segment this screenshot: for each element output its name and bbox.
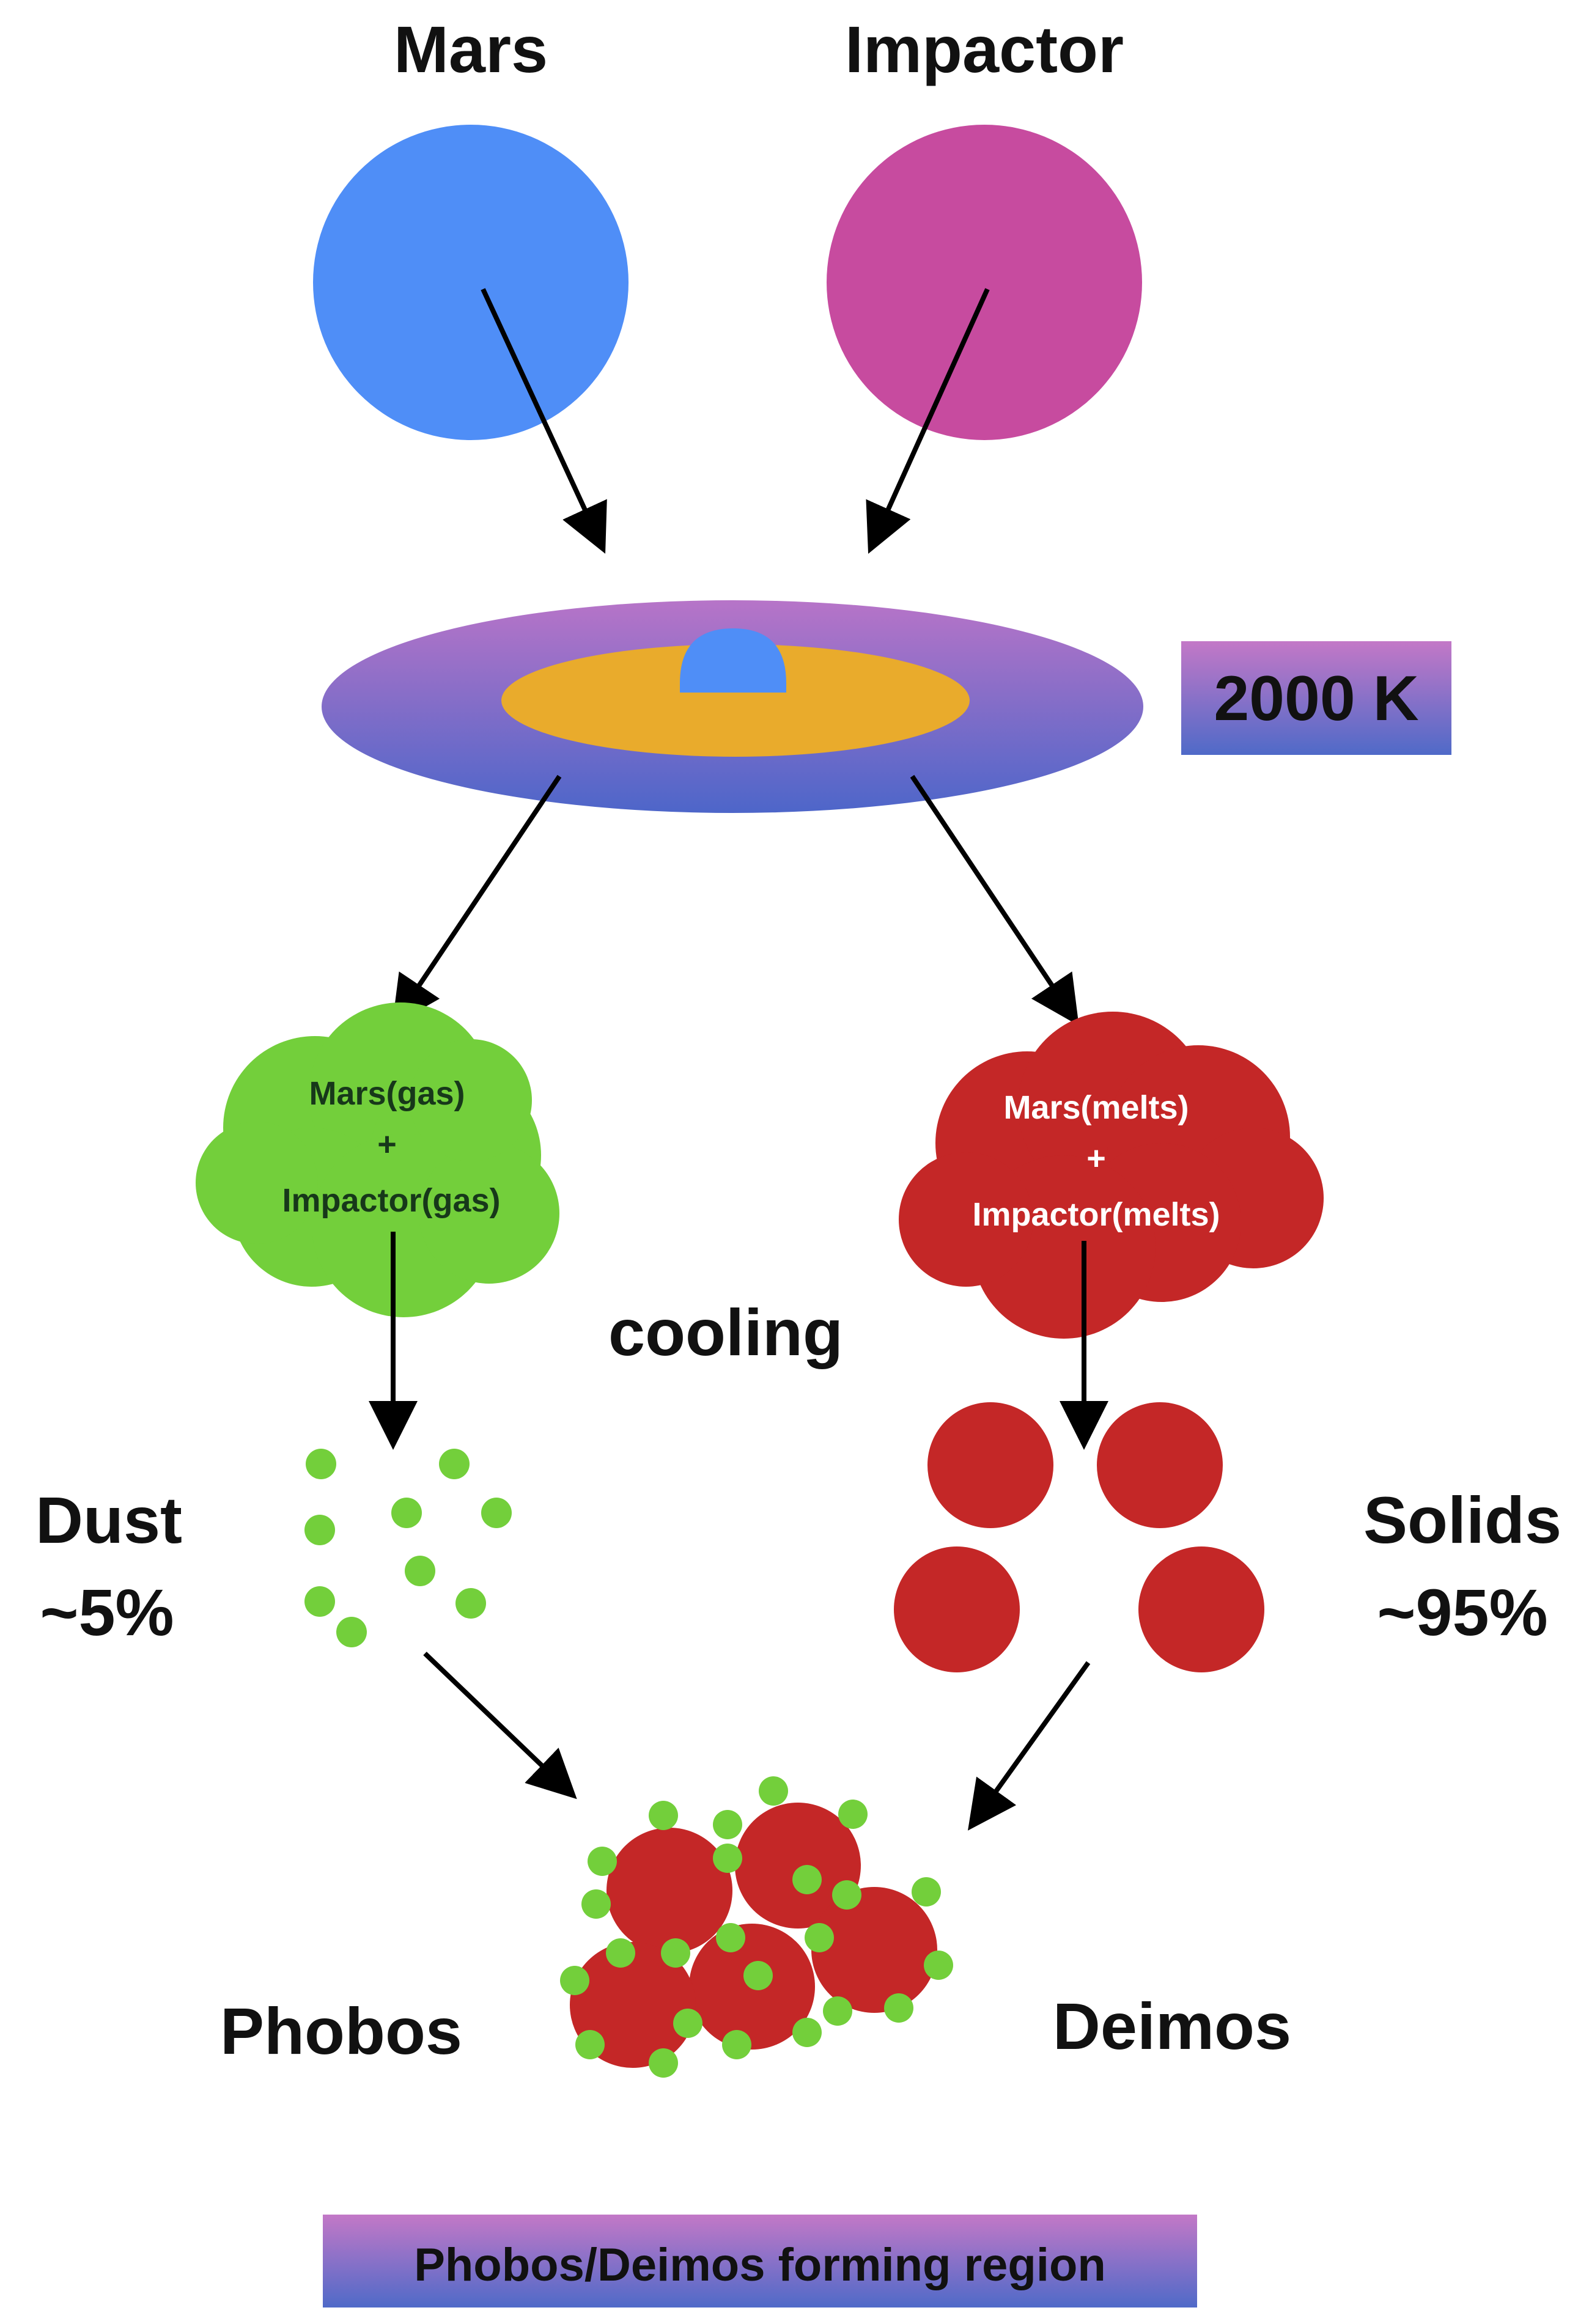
cooling-label: cooling: [608, 1295, 843, 1369]
gas-cloud-line3: Impactor(gas): [282, 1182, 500, 1219]
disk-to-gas-arrow: [392, 774, 562, 1026]
gas-cloud-line2: +: [377, 1126, 397, 1163]
mars-title: Mars: [394, 12, 548, 86]
phobos-label: Phobos: [220, 1994, 462, 2068]
impactor-body: [827, 125, 1142, 440]
melt-cloud: [899, 1012, 1324, 1339]
deimos-label: Deimos: [1053, 1989, 1291, 2063]
dust-label: Dust: [35, 1483, 182, 1557]
temperature-label: 2000 K: [1214, 663, 1418, 734]
gas-cloud-line1: Mars(gas): [309, 1075, 465, 1112]
mars-to-disk-arrow: [481, 288, 607, 554]
temperature-box: [1181, 641, 1451, 755]
solid-particles: [894, 1402, 1264, 1672]
impactor-title: Impactor: [845, 12, 1124, 86]
region-label: Phobos/Deimos forming region: [414, 2239, 1106, 2291]
moon-aggregate: [560, 1776, 953, 2078]
dust-to-moons-arrow: [423, 1652, 577, 1800]
disk-to-melt-arrow: [910, 774, 1079, 1026]
disk-core: [501, 644, 970, 757]
region-box: [323, 2215, 1197, 2307]
solids-label: Solids: [1363, 1483, 1561, 1557]
solids-to-moons-arrow: [968, 1661, 1091, 1831]
melt-cloud-line3: Impactor(melts): [972, 1196, 1220, 1233]
gas-cloud: [196, 1002, 559, 1317]
melt-cloud-line1: Mars(melts): [1003, 1089, 1189, 1126]
dust-fraction: ~5%: [40, 1575, 174, 1649]
mars-remnant: [680, 628, 786, 693]
melt-cloud-line2: +: [1086, 1140, 1106, 1177]
dust-particles: [304, 1449, 512, 1647]
mars-body: [313, 125, 629, 440]
solids-fraction: ~95%: [1377, 1575, 1547, 1649]
impactor-to-disk-arrow: [866, 288, 990, 554]
